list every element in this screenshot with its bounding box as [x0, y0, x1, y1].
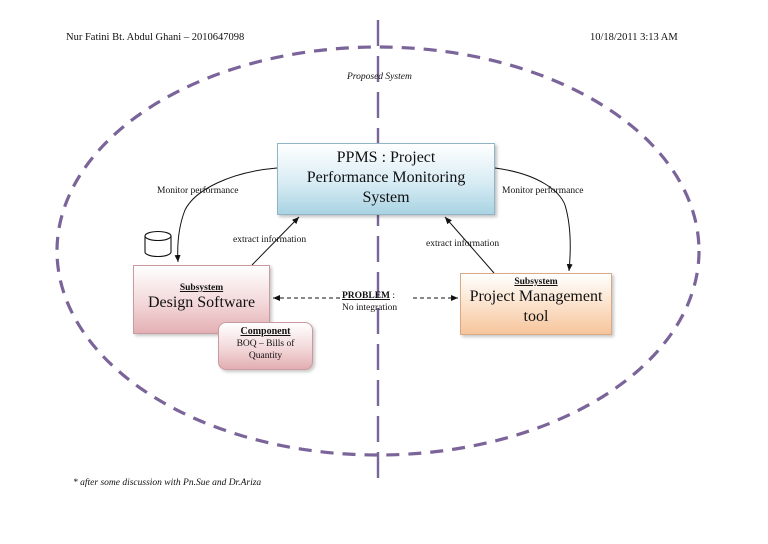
monitor-label-left: Monitor performance [157, 186, 239, 196]
footnote: * after some discussion with Pn.Sue and … [73, 478, 262, 488]
author-label: Nur Fatini Bt. Abdul Ghani – 2010647098 [66, 32, 245, 43]
extract-label-left: extract information [233, 235, 307, 245]
ppms-line-3: System [362, 189, 410, 206]
monitor-arrow-right [494, 167, 573, 272]
boq-component-node: Component BOQ – Bills of Quantity [218, 322, 313, 370]
monitor-label-right: Monitor performance [502, 186, 584, 196]
problem-separator: : [390, 291, 396, 301]
project-management-node: Subsystem Project Management tool [460, 273, 612, 335]
proposed-system-label: Proposed System [347, 72, 412, 82]
component-heading: Component [240, 326, 291, 337]
extract-arrow-left [251, 216, 300, 266]
ppms-line-1: PPMS : Project [336, 149, 436, 166]
ppms-node: PPMS : Project Performance Monitoring Sy… [277, 143, 495, 215]
proposed-system-boundary [55, 45, 701, 457]
extract-arrow-right [444, 216, 495, 274]
problem-detail: No integration [342, 303, 398, 313]
extract-label-right: extract information [426, 239, 500, 249]
component-line-1: BOQ – Bills of [236, 339, 295, 349]
problem-label: PROBLEM [342, 291, 391, 301]
component-line-2: Quantity [248, 351, 283, 361]
database-icon [144, 230, 172, 258]
design-software-title: Design Software [147, 294, 256, 311]
pmt-subsystem-heading: Subsystem [514, 277, 558, 287]
ppms-line-2: Performance Monitoring [306, 169, 466, 186]
design-subsystem-heading: Subsystem [179, 283, 224, 293]
monitor-arrow-left [174, 167, 278, 263]
pmt-line-2: tool [523, 308, 549, 325]
problem-note: PROBLEM : No integration [342, 290, 397, 314]
pmt-line-1: Project Management [469, 288, 603, 305]
datetime-label: 10/18/2011 3:13 AM [590, 32, 678, 43]
